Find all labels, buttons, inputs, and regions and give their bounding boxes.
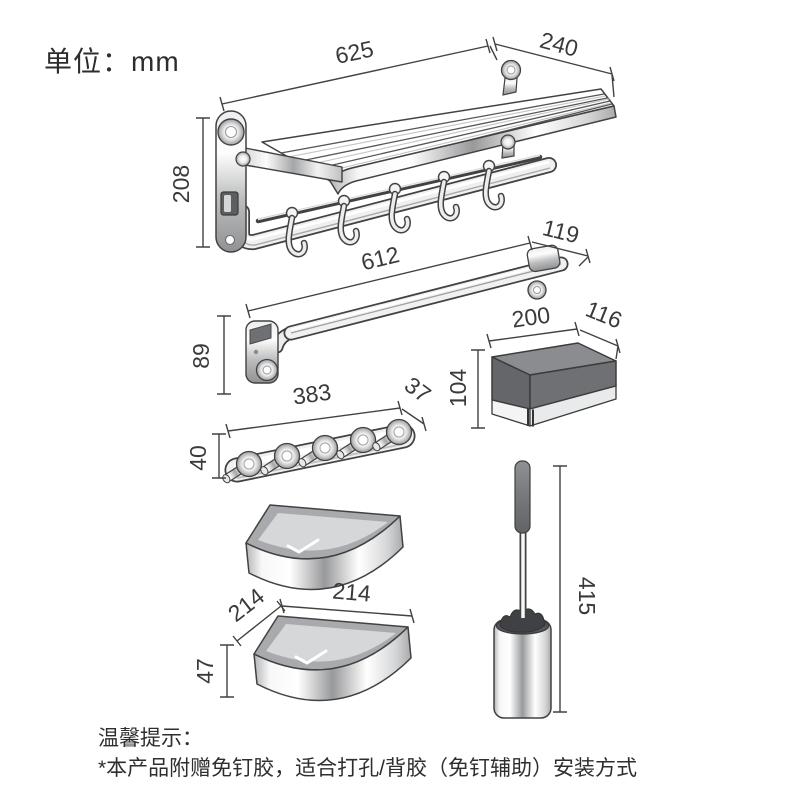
- label-box-width: 200: [510, 302, 552, 333]
- label-rack-width: 625: [333, 35, 376, 68]
- dim-rack-height-line: [196, 117, 210, 248]
- dim-box-width-line: [486, 321, 580, 349]
- rack-shelf-slat-highlights: [287, 95, 612, 175]
- label-shelf-height: 47: [192, 658, 218, 684]
- label-hooks-height: 40: [185, 445, 211, 471]
- rack-right-mount-cap: [506, 65, 516, 75]
- brush-cup: [493, 619, 552, 719]
- dim-hooks-depth-line: [401, 408, 427, 432]
- towel-bar-right-plate: [526, 244, 561, 273]
- dim-bar-depth-line: [531, 241, 591, 267]
- label-hooks-length: 383: [291, 379, 333, 410]
- label-bar-height: 89: [188, 343, 214, 369]
- rack-lower-mount: [500, 134, 516, 150]
- towel-bar-left-knob-cap: [262, 365, 272, 375]
- rack-plate-screw: [224, 234, 236, 246]
- footnote-text: *本产品附赠免钉胶，适合打孔/背胶（免钉辅助）安装方式: [98, 757, 638, 781]
- dim-shelf-depth-line: [232, 600, 286, 647]
- dim-shelf-width-line: [279, 598, 415, 624]
- towel-bar-left-dot: [253, 349, 259, 355]
- rack-swivel-hooks: [285, 159, 505, 258]
- box-base-right: [529, 385, 617, 427]
- label-hooks-depth: 37: [400, 372, 436, 408]
- dim-rack-depth-line: [492, 36, 615, 98]
- brush-bristles: [499, 608, 546, 633]
- corner-shelf-lower-drawing: [252, 614, 413, 703]
- dimension-lines: [196, 36, 621, 713]
- dim-rack-width-line: [219, 38, 498, 112]
- label-box-depth: 116: [582, 296, 626, 334]
- storage-box-drawing: [491, 342, 617, 427]
- rack-plate-top-cap-inner: [225, 126, 237, 138]
- box-base-gap: [527, 409, 534, 427]
- dim-bar-length-line: [245, 235, 533, 319]
- towel-bar-drawing: [245, 244, 561, 384]
- rack-plate-pivot: [235, 151, 251, 167]
- rack-right-mount-stem: [502, 77, 518, 96]
- label-bar-length: 612: [358, 241, 401, 275]
- hook-knobs: [222, 418, 413, 484]
- rack-wall-plate: [215, 110, 247, 253]
- dim-hooks-height-line: [212, 433, 226, 479]
- toilet-brush-drawing: [493, 460, 552, 719]
- label-shelf-width: 214: [331, 577, 372, 606]
- footnote-title: 温馨提示：: [98, 727, 203, 750]
- dim-shelf-height-line: [220, 644, 234, 698]
- label-box-height: 104: [445, 369, 471, 408]
- footnote: 温馨提示： *本产品附赠免钉胶，适合打孔/背胶（免钉辅助）安装方式: [98, 724, 637, 785]
- label-rack-height: 208: [168, 165, 194, 203]
- towel-rack-drawing: [215, 59, 617, 258]
- rack-plate-window-highlight: [224, 195, 231, 212]
- dim-box-height-line: [471, 349, 485, 429]
- brush-handle: [514, 460, 531, 534]
- dim-bar-height-line: [217, 315, 231, 395]
- dim-hooks-length-line: [225, 400, 403, 439]
- dim-brush-height-line: [553, 465, 567, 713]
- corner-shelf-upper-drawing: [244, 503, 405, 592]
- dim-box-depth-line: [579, 329, 621, 360]
- label-bar-depth: 119: [540, 214, 582, 248]
- towel-bar-right-knob-cap: [533, 286, 541, 294]
- towel-bar-left-plate-accent: [249, 323, 272, 345]
- unit-label: 单位：mm: [44, 46, 180, 77]
- label-brush-height: 415: [574, 577, 600, 615]
- hook-rail-drawing: [222, 418, 413, 484]
